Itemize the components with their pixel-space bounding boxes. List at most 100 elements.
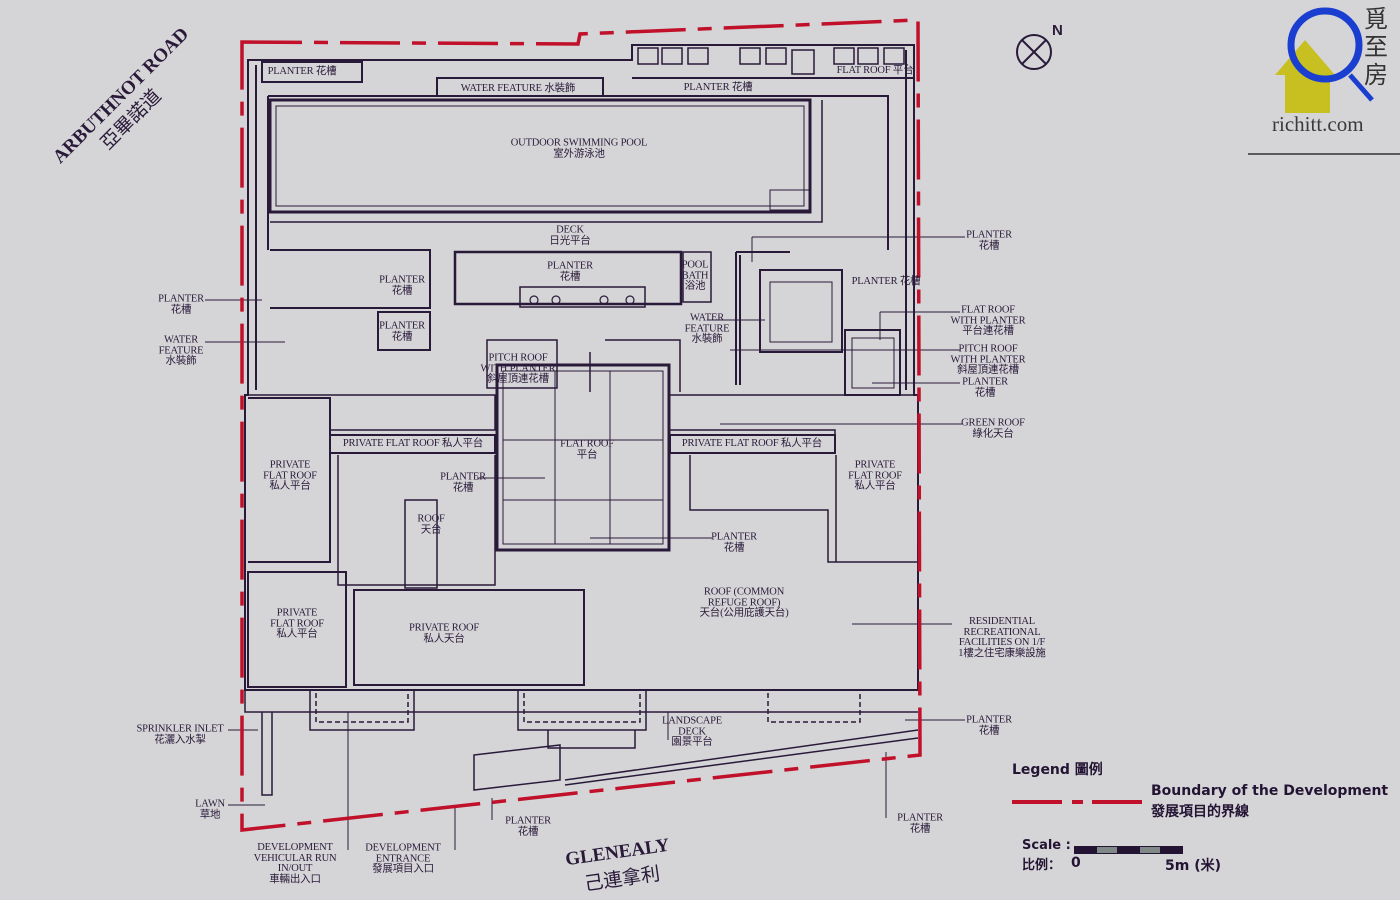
label-line: WATER: [164, 334, 198, 346]
label-line: 花槽: [978, 240, 1000, 251]
label-line: DEVELOPMENT: [365, 842, 441, 854]
label-line: POOL: [681, 259, 709, 271]
label-line: 綠化天台: [972, 428, 1014, 439]
label-line: 日光平台: [549, 235, 591, 246]
label-line: IN/OUT: [277, 863, 313, 874]
label-line: RESIDENTIAL: [968, 616, 1036, 627]
label-line: PLANTER: [440, 471, 486, 483]
label-line: PRIVATE: [269, 459, 311, 471]
compass-n-label: N: [1052, 22, 1063, 39]
label-line: FEATURE: [158, 344, 204, 356]
label-line: WITH PLANTER: [480, 362, 556, 374]
logo-text: richitt.com: [1272, 112, 1364, 136]
label-private-flat-roof-band-l: PRIVATE FLAT ROOF 私人平台: [343, 438, 483, 450]
label-line: 花槽: [559, 271, 581, 282]
label-line: 平台連花槽: [962, 325, 1014, 337]
label-line: 斜屋頂連花槽: [487, 373, 549, 385]
label-line: 私人平台: [269, 480, 311, 492]
label-line: PLANTER: [711, 531, 757, 543]
label-private-flat-roof-band-r: PRIVATE FLAT ROOF 私人平台: [681, 437, 823, 450]
label-line: ENTRANCE: [375, 852, 431, 864]
label-line: 私人天台: [423, 633, 465, 644]
label-line: PLANTER: [379, 320, 425, 332]
scale-five: 5m (米): [1165, 858, 1221, 874]
scale-label-zh: 比例：: [1022, 858, 1062, 873]
label-line: REFUGE ROOF): [707, 596, 781, 608]
label-line: PLANTER 花槽: [683, 81, 753, 93]
label-line: PLANTER: [158, 293, 204, 305]
label-line: WITH PLANTER: [950, 353, 1026, 365]
label-line: 花槽: [978, 725, 1000, 736]
label-line: FLAT ROOF: [270, 617, 324, 629]
label-line: VEHICULAR RUN: [253, 852, 337, 864]
label-line: BATH: [681, 269, 709, 281]
label-planter-right-inner: PLANTER 花槽: [851, 275, 921, 288]
label-line: PITCH ROOF: [488, 352, 548, 364]
label-flat-roof-top: FLAT ROOF 平台: [836, 64, 914, 77]
label-line: FLAT ROOF 平台: [836, 64, 914, 76]
label-line: 天台: [420, 524, 442, 535]
label-line: 花槽: [391, 331, 413, 342]
label-line: PLANTER: [966, 714, 1012, 726]
label-line: 水裝飾: [691, 333, 723, 345]
label-line: 花槽: [723, 542, 745, 553]
label-line: 浴池: [684, 280, 706, 292]
label-line: 花槽: [452, 482, 474, 493]
label-line: 花槽: [170, 304, 192, 315]
label-line: ROOF (COMMON: [703, 586, 785, 598]
label-line: PLANTER: [547, 260, 593, 272]
label-water-feature-top: WATER FEATURE 水裝飾: [460, 82, 576, 95]
label-line: PLANTER: [897, 812, 943, 824]
label-line: 發展項目入口: [372, 863, 434, 875]
label-line: 園景平台: [671, 736, 713, 748]
label-line: WATER FEATURE 水裝飾: [460, 82, 576, 94]
label-line: PLANTER: [962, 376, 1008, 388]
label-line: DEVELOPMENT: [257, 842, 333, 853]
label-line: 水裝飾: [165, 355, 197, 367]
label-line: PLANTER 花槽: [851, 275, 921, 287]
label-line: PRIVATE FLAT ROOF 私人平台: [681, 437, 823, 449]
label-line: 花槽: [909, 823, 931, 834]
label-line: 車輛出入口: [269, 873, 321, 885]
label-line: FACILITIES ON 1/F: [958, 637, 1046, 648]
label-line: 花灑入水掣: [154, 734, 206, 745]
label-line: PLANTER: [505, 815, 551, 827]
label-line: PLANTER: [966, 229, 1012, 241]
label-line: LAWN: [195, 798, 225, 810]
logo-chars: 覓至房: [1364, 7, 1388, 89]
north-arrow-icon: [1016, 34, 1052, 70]
label-line: FLAT ROOF: [560, 438, 614, 450]
scale-bar: [1074, 846, 1183, 854]
label-line: 花槽: [391, 285, 413, 296]
label-line: PRIVATE: [276, 607, 318, 619]
label-line: 花槽: [517, 826, 539, 837]
legend-title: Legend 圖例: [1012, 762, 1103, 778]
label-line: 平台: [576, 449, 598, 460]
label-line: FEATURE: [684, 322, 730, 334]
label-line: WATER: [690, 312, 724, 324]
label-line: ROOF: [417, 513, 445, 525]
label-line: WITH PLANTER: [950, 314, 1026, 326]
